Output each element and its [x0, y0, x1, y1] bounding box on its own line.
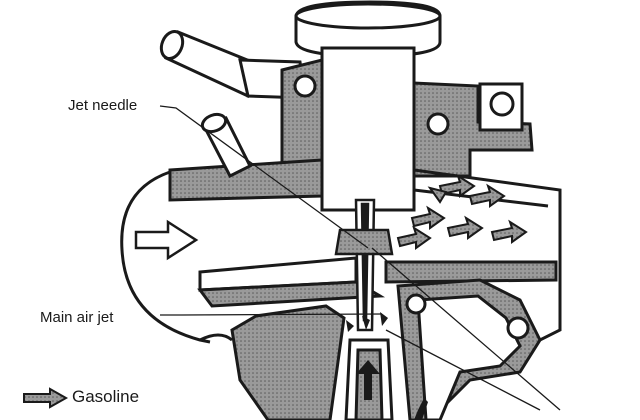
airflow-arrows [396, 173, 528, 250]
air-intake-arrow [134, 219, 199, 261]
leader-lines [159, 105, 561, 411]
jet-needle-label: Jet needle [68, 97, 138, 114]
vent-nozzle [200, 112, 253, 179]
top-cap [294, 0, 442, 58]
jet-needle [334, 198, 394, 332]
gasoline-legend-label: Gasoline [72, 387, 140, 406]
mounting-bracket [388, 80, 534, 178]
float-bowl [230, 278, 542, 420]
carburetor-housing [120, 158, 562, 352]
main-air-jet-label: Main air jet [40, 309, 114, 326]
gasoline-legend-arrow [23, 387, 69, 409]
venturi-passage [197, 256, 558, 308]
gasoline-flow-arrows [346, 312, 428, 420]
